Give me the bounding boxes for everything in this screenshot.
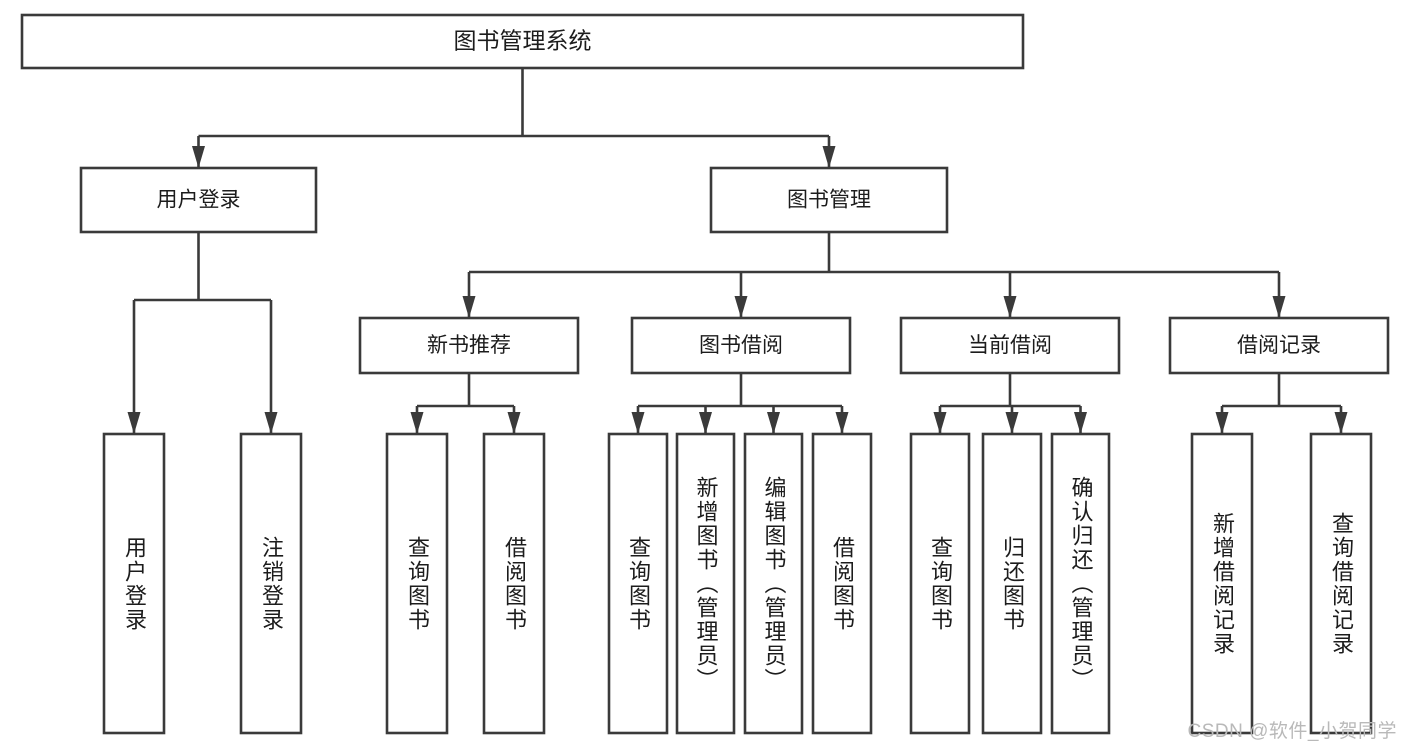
csdn-watermark: CSDN @软件_小贺同学: [1187, 721, 1397, 742]
level3-label-3: 借阅记录: [1237, 334, 1321, 357]
arrow-head-icon: [192, 146, 205, 168]
level2-label-1: 图书管理: [787, 189, 871, 212]
level3-label-1: 图书借阅: [699, 334, 783, 357]
arrow-head-icon: [1334, 412, 1348, 434]
arrow-head-icon: [264, 412, 278, 434]
leaf-box-12[interactable]: [1309, 432, 1373, 735]
level2-label-0: 用户登录: [157, 189, 241, 212]
level3-box-2[interactable]: [899, 316, 1121, 375]
level3-label-2: 当前借阅: [968, 334, 1052, 357]
leaf-box-6[interactable]: [743, 432, 804, 735]
leaf-box-9[interactable]: [981, 432, 1043, 735]
leaf-box-8[interactable]: [909, 432, 971, 735]
level2-box-1[interactable]: [709, 166, 949, 234]
leaf-box-3[interactable]: [482, 432, 546, 735]
arrow-head-icon: [835, 412, 849, 434]
arrow-head-icon: [127, 412, 141, 434]
arrow-head-icon: [462, 296, 476, 318]
root-label-0: 图书管理系统: [454, 28, 592, 54]
arrow-head-icon: [933, 412, 947, 434]
arrow-head-icon: [767, 412, 780, 434]
leaf-box-2[interactable]: [385, 432, 449, 735]
level2-box-0[interactable]: [79, 166, 318, 234]
arrow-head-icon: [1005, 412, 1019, 434]
connector-layer: [127, 68, 1348, 434]
arrow-head-icon: [507, 412, 521, 434]
arrow-head-icon: [1074, 412, 1087, 434]
arrow-head-icon: [699, 412, 712, 434]
level3-box-3[interactable]: [1168, 316, 1390, 375]
level3-box-0[interactable]: [358, 316, 580, 375]
level3-label-0: 新书推荐: [427, 334, 511, 357]
root-box-0[interactable]: [20, 13, 1025, 70]
arrow-head-icon: [822, 146, 836, 168]
leaf-box-7[interactable]: [811, 432, 873, 735]
level3-box-1[interactable]: [630, 316, 852, 375]
arrow-head-icon: [631, 412, 645, 434]
leaf-box-11[interactable]: [1190, 432, 1254, 735]
arrow-head-icon: [410, 412, 424, 434]
box-layer: [20, 13, 1390, 735]
leaf-box-4[interactable]: [607, 432, 669, 735]
arrow-head-icon: [1215, 412, 1229, 434]
leaf-box-0[interactable]: [102, 432, 166, 735]
leaf-box-1[interactable]: [239, 432, 303, 735]
arrow-head-icon: [1272, 296, 1286, 318]
leaf-box-5[interactable]: [675, 432, 736, 735]
arrow-head-icon: [1003, 296, 1017, 318]
arrow-head-icon: [734, 296, 748, 318]
leaf-box-10[interactable]: [1050, 432, 1111, 735]
